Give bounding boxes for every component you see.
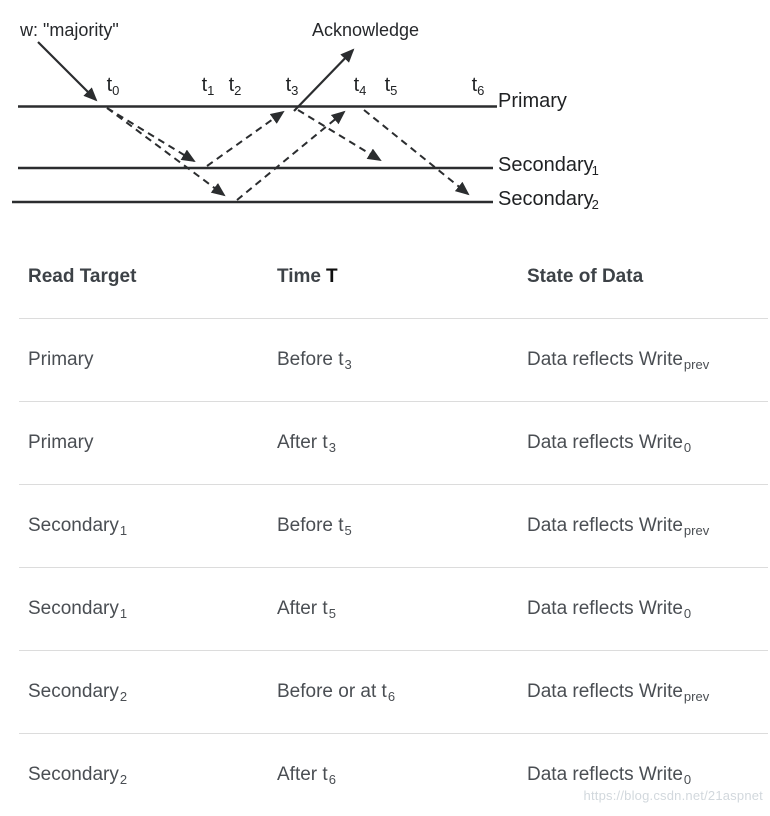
- timeline-lines-svg: [12, 41, 497, 204]
- time-variable: T: [326, 266, 338, 287]
- table-row: Primary Before t3 Data reflects Writepre…: [19, 318, 768, 401]
- time-cell: Before or at t6: [277, 681, 396, 704]
- read-target-cell: Secondary2: [28, 764, 128, 787]
- table-row: Secondary1 After t5 Data reflects Write0: [19, 567, 768, 650]
- tick-t3: t3: [285, 74, 299, 98]
- tick-t4: t4: [353, 74, 367, 98]
- state-cell: Data reflects Writeprev: [527, 349, 710, 372]
- lane-label-primary: Primary: [498, 90, 567, 112]
- replicate-to-secondary2-arrow: [106, 107, 226, 197]
- lane-label-secondary1: Secondary1: [498, 154, 599, 178]
- table-row: Secondary2 After t6 Data reflects Write0: [19, 733, 768, 816]
- table-row: Secondary1 Before t5 Data reflects Write…: [19, 484, 768, 567]
- sync-to-secondary1-arrow: [297, 109, 382, 162]
- read-target-cell: Secondary2: [28, 681, 128, 704]
- state-cell: Data reflects Writeprev: [527, 515, 710, 538]
- replication-timeline-diagram: w: "majority" Acknowledge t0 t1 t2 t3 t4…: [0, 0, 770, 228]
- table-row: Primary After t3 Data reflects Write0: [19, 401, 768, 484]
- secondary1-ack-arrow: [206, 110, 285, 167]
- replicate-to-secondary1-arrow: [106, 107, 196, 163]
- tick-t0: t0: [106, 74, 120, 98]
- header-state-of-data: State of Data: [527, 266, 644, 287]
- state-cell: Data reflects Writeprev: [527, 681, 710, 704]
- read-target-cell: Secondary1: [28, 515, 128, 538]
- lane-label-secondary2: Secondary2: [498, 188, 599, 212]
- state-cell: Data reflects Write0: [527, 432, 692, 455]
- read-target-cell: Primary: [28, 432, 94, 453]
- tick-t1: t1: [201, 74, 215, 98]
- acknowledge-arrow: [293, 48, 355, 112]
- read-target-cell: Primary: [28, 349, 94, 370]
- time-cell: After t6: [277, 764, 336, 787]
- sync-to-secondary2-arrow: [363, 109, 470, 196]
- secondary2-ack-arrow: [236, 110, 346, 201]
- write-concern-label: w: "majority": [20, 20, 119, 40]
- state-cell: Data reflects Write0: [527, 764, 692, 787]
- table-row: Secondary2 Before or at t6 Data reflects…: [19, 650, 768, 733]
- time-cell: After t5: [277, 598, 336, 621]
- tick-t5: t5: [384, 74, 398, 98]
- watermark-url: https://blog.csdn.net/21aspnet: [583, 788, 763, 803]
- time-cell: After t3: [277, 432, 336, 455]
- tick-t6: t6: [471, 74, 485, 98]
- header-read-target: Read Target: [28, 266, 137, 287]
- time-cell: Before t5: [277, 515, 352, 538]
- acknowledge-label: Acknowledge: [312, 20, 420, 40]
- read-target-cell: Secondary1: [28, 598, 128, 621]
- tick-t2: t2: [228, 74, 242, 98]
- write-arrow: [37, 41, 98, 102]
- time-cell: Before t3: [277, 349, 352, 372]
- state-cell: Data reflects Write0: [527, 598, 692, 621]
